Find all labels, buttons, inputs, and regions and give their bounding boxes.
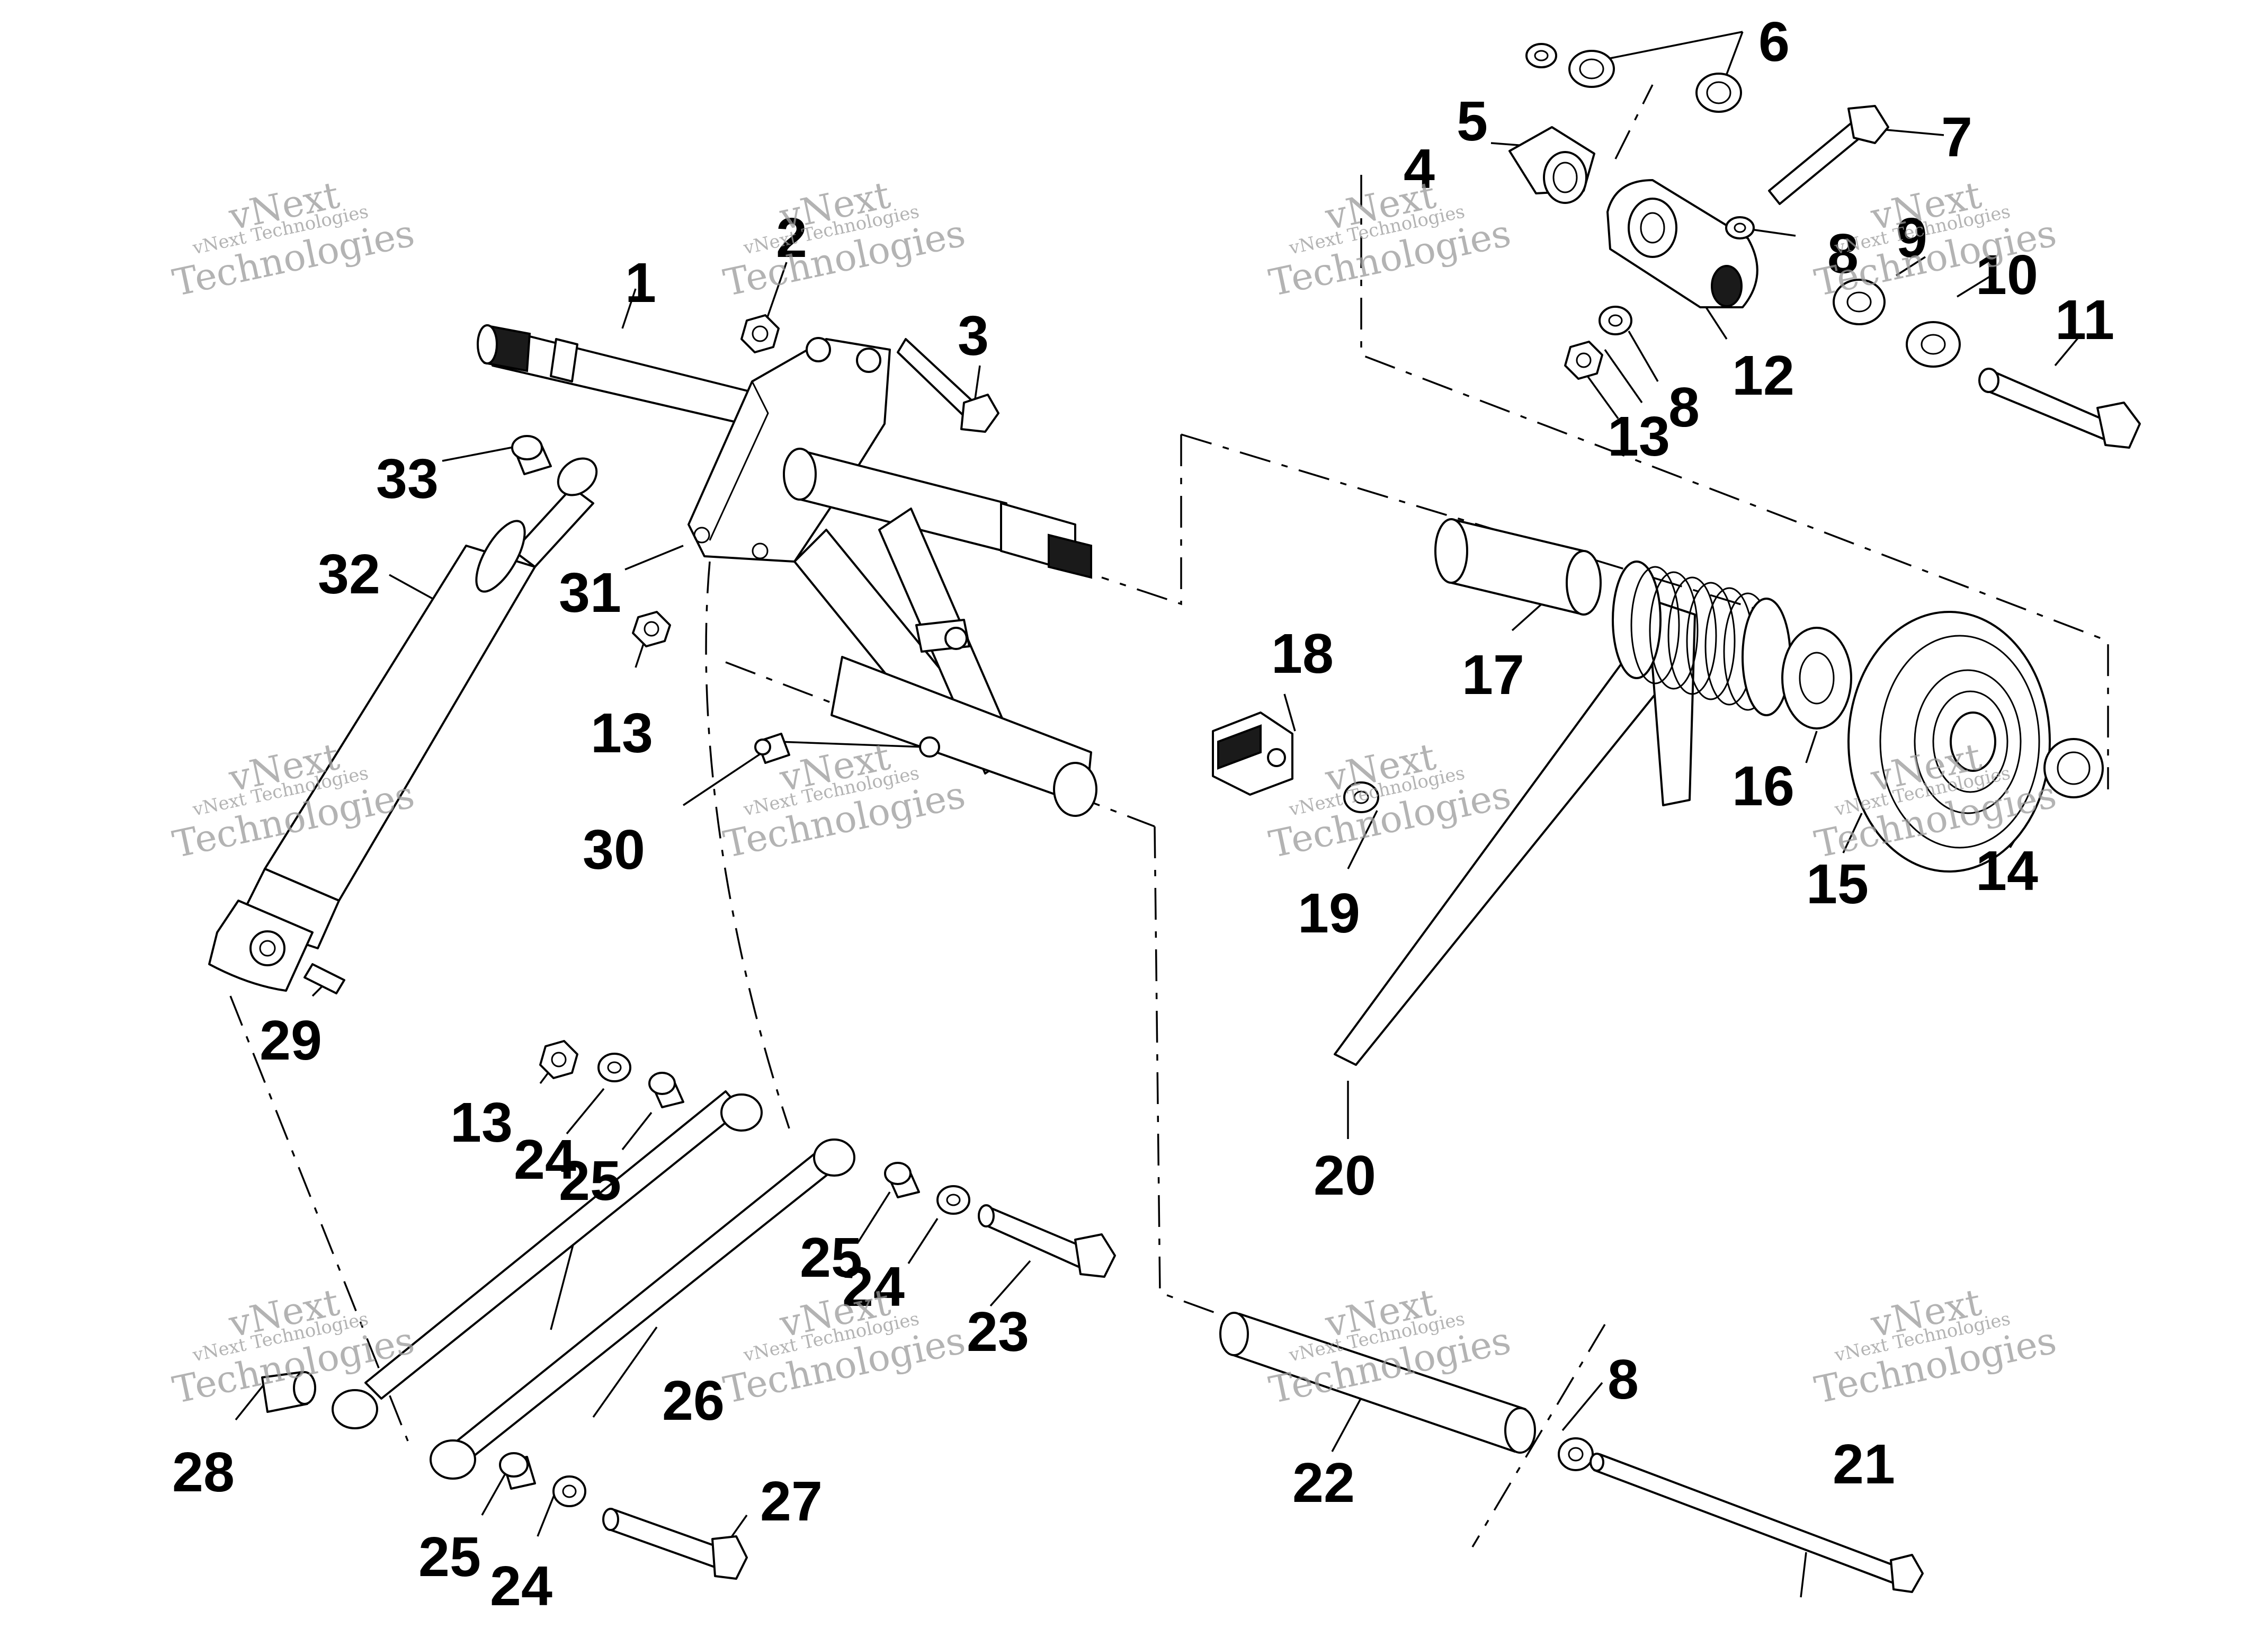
- washer-part-10: [1906, 321, 1961, 368]
- callout-13-low: 13: [450, 1091, 513, 1154]
- callout-9: 9: [1896, 207, 1927, 269]
- callout-1: 1: [625, 252, 656, 314]
- assembly-lines: [229, 84, 2109, 1547]
- callout-22: 22: [1292, 1452, 1355, 1514]
- bolt-part-23: [978, 1204, 1116, 1278]
- washer-part-5: [1525, 43, 1557, 68]
- bolt-part-7: [1768, 105, 1889, 205]
- bumper-part-18: [1212, 711, 1293, 796]
- callout-13-mid: 13: [591, 702, 653, 764]
- arm-bracket-part-31: [687, 337, 1097, 817]
- bushing-part-6a: [1568, 50, 1615, 88]
- nut-part-13-top: [1564, 341, 1603, 380]
- washer-part-24-c: [552, 1475, 586, 1507]
- callout-29: 29: [260, 1009, 322, 1072]
- shock-absorber-part-32: [208, 457, 598, 992]
- callout-33: 33: [376, 448, 439, 510]
- link-rod-part-26-b: [430, 1138, 855, 1480]
- callout-8-low: 8: [1608, 1348, 1639, 1411]
- callout-25-b: 25: [800, 1226, 862, 1289]
- bolt-part-11: [1978, 368, 2141, 449]
- callout-26: 26: [662, 1369, 725, 1432]
- watermark-1: vNext Technologies Technologies vNext: [169, 173, 418, 305]
- callout-18: 18: [1271, 622, 1334, 685]
- bolt-part-3: [897, 338, 999, 433]
- callout-16: 16: [1732, 755, 1794, 817]
- leader-lines: [235, 31, 2083, 1598]
- nut-part-2: [740, 314, 780, 353]
- nut-part-13-low: [539, 1040, 578, 1079]
- callout-2: 2: [776, 207, 807, 269]
- bushing-part-6b: [1695, 73, 1742, 113]
- pin-part-29: [303, 963, 345, 994]
- callout-10: 10: [1976, 244, 2038, 306]
- bushing-part-25-a: [648, 1072, 684, 1108]
- spacer-part-14: [2043, 738, 2104, 798]
- watermark-3: vNext Technologies Technologies vNext: [1265, 173, 1514, 305]
- callout-25-c: 25: [418, 1526, 481, 1588]
- callout-27: 27: [760, 1470, 823, 1533]
- callout-14: 14: [1976, 840, 2038, 902]
- nut-part-13-mid: [632, 611, 671, 647]
- washer-part-24-b: [936, 1185, 970, 1215]
- washer-part-8-top: [1725, 216, 1755, 239]
- callout-8-top: 8: [1827, 223, 1859, 285]
- callout-24-c: 24: [490, 1555, 552, 1617]
- washer-part-9: [1833, 279, 1886, 325]
- callout-7: 7: [1941, 106, 1972, 168]
- callout-11: 11: [2055, 289, 2114, 351]
- bushing-part-33: [511, 435, 552, 475]
- callout-30: 30: [583, 819, 645, 881]
- washer-part-24-a: [597, 1053, 631, 1082]
- grease-fitting-part-30: [754, 733, 790, 764]
- washer-part-16: [1781, 627, 1852, 730]
- callout-21: 21: [1833, 1433, 1895, 1496]
- torsion-spring-part-20: [1334, 561, 1791, 1066]
- callout-28: 28: [172, 1441, 235, 1504]
- callout-20: 20: [1314, 1144, 1376, 1207]
- callout-13-top: 13: [1608, 405, 1670, 468]
- callout-labels: 1 2 3 4 5 6 7 8 9 10 11 12 8 13 33 32 31…: [172, 11, 2114, 1617]
- watermark-12: vNext Technologies Technologies vNext: [1811, 1280, 2060, 1412]
- callout-8-mid: 8: [1668, 376, 1700, 439]
- spacer-tube-part-22: [1219, 1312, 1536, 1454]
- bushing-part-25-b: [884, 1162, 920, 1198]
- washer-part-8-low: [1558, 1437, 1594, 1471]
- link-rod-part-26-a: [332, 1090, 763, 1429]
- long-bolt-part-21: [1590, 1453, 1924, 1593]
- callout-3: 3: [958, 305, 989, 367]
- callout-32: 32: [318, 543, 380, 606]
- washer-part-8-mid: [1599, 306, 1632, 335]
- pivot-block-part-12: [1606, 179, 1758, 308]
- bushing-part-25-c: [499, 1452, 536, 1490]
- callout-25-a: 25: [559, 1150, 621, 1212]
- callout-5: 5: [1457, 90, 1488, 153]
- callout-24-a: 24: [514, 1128, 576, 1191]
- callout-24-b: 24: [842, 1256, 905, 1318]
- callout-4: 4: [1404, 138, 1435, 200]
- washer-part-19: [1343, 781, 1379, 813]
- callout-15: 15: [1806, 853, 1869, 915]
- callout-12: 12: [1732, 344, 1794, 407]
- bolt-part-27: [602, 1508, 748, 1580]
- idler-wheel-part-15: [1847, 611, 2051, 873]
- watermark-2: vNext Technologies Technologies vNext: [720, 173, 969, 305]
- callout-19: 19: [1298, 882, 1360, 945]
- callout-23: 23: [967, 1301, 1029, 1363]
- callout-17: 17: [1462, 644, 1524, 706]
- bushing-part-28: [261, 1371, 316, 1413]
- bushing-part-4: [1508, 126, 1595, 204]
- spacer-tube-part-17: [1434, 518, 1602, 616]
- callout-6: 6: [1758, 11, 1790, 73]
- callout-31: 31: [559, 562, 621, 624]
